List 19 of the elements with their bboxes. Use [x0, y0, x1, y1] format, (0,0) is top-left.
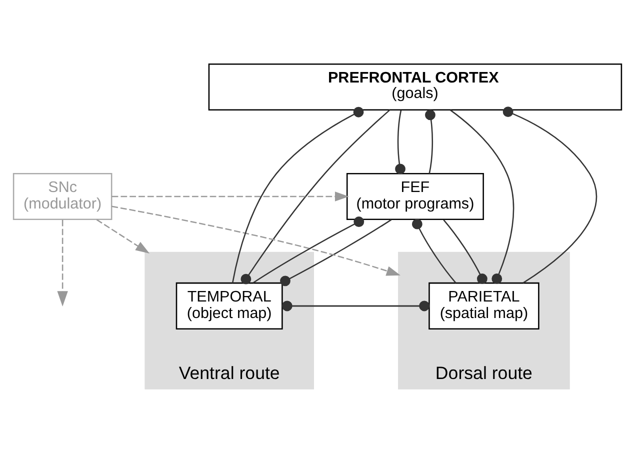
- connector: [450, 110, 514, 284]
- connector: [232, 106, 364, 284]
- connector: [240, 109, 390, 284]
- arrow: [96, 219, 150, 254]
- arrow: [112, 206, 400, 276]
- connector: [502, 106, 597, 284]
- node-box: PARIETAL (spatial map): [428, 282, 540, 330]
- arrow: [57, 220, 68, 306]
- connector: [395, 110, 406, 174]
- arrow: [112, 192, 349, 202]
- node-box: TEMPORAL (object map): [176, 282, 283, 330]
- node-box: FEF (motor programs): [346, 172, 484, 220]
- connector: [412, 218, 456, 284]
- connector: [425, 110, 436, 174]
- node-box: SNc (modulator): [12, 172, 112, 220]
- connector: [280, 219, 392, 286]
- connector: [252, 216, 364, 284]
- connector: [443, 220, 488, 284]
- node-box: PREFRONTAL CORTEX (goals): [208, 63, 622, 111]
